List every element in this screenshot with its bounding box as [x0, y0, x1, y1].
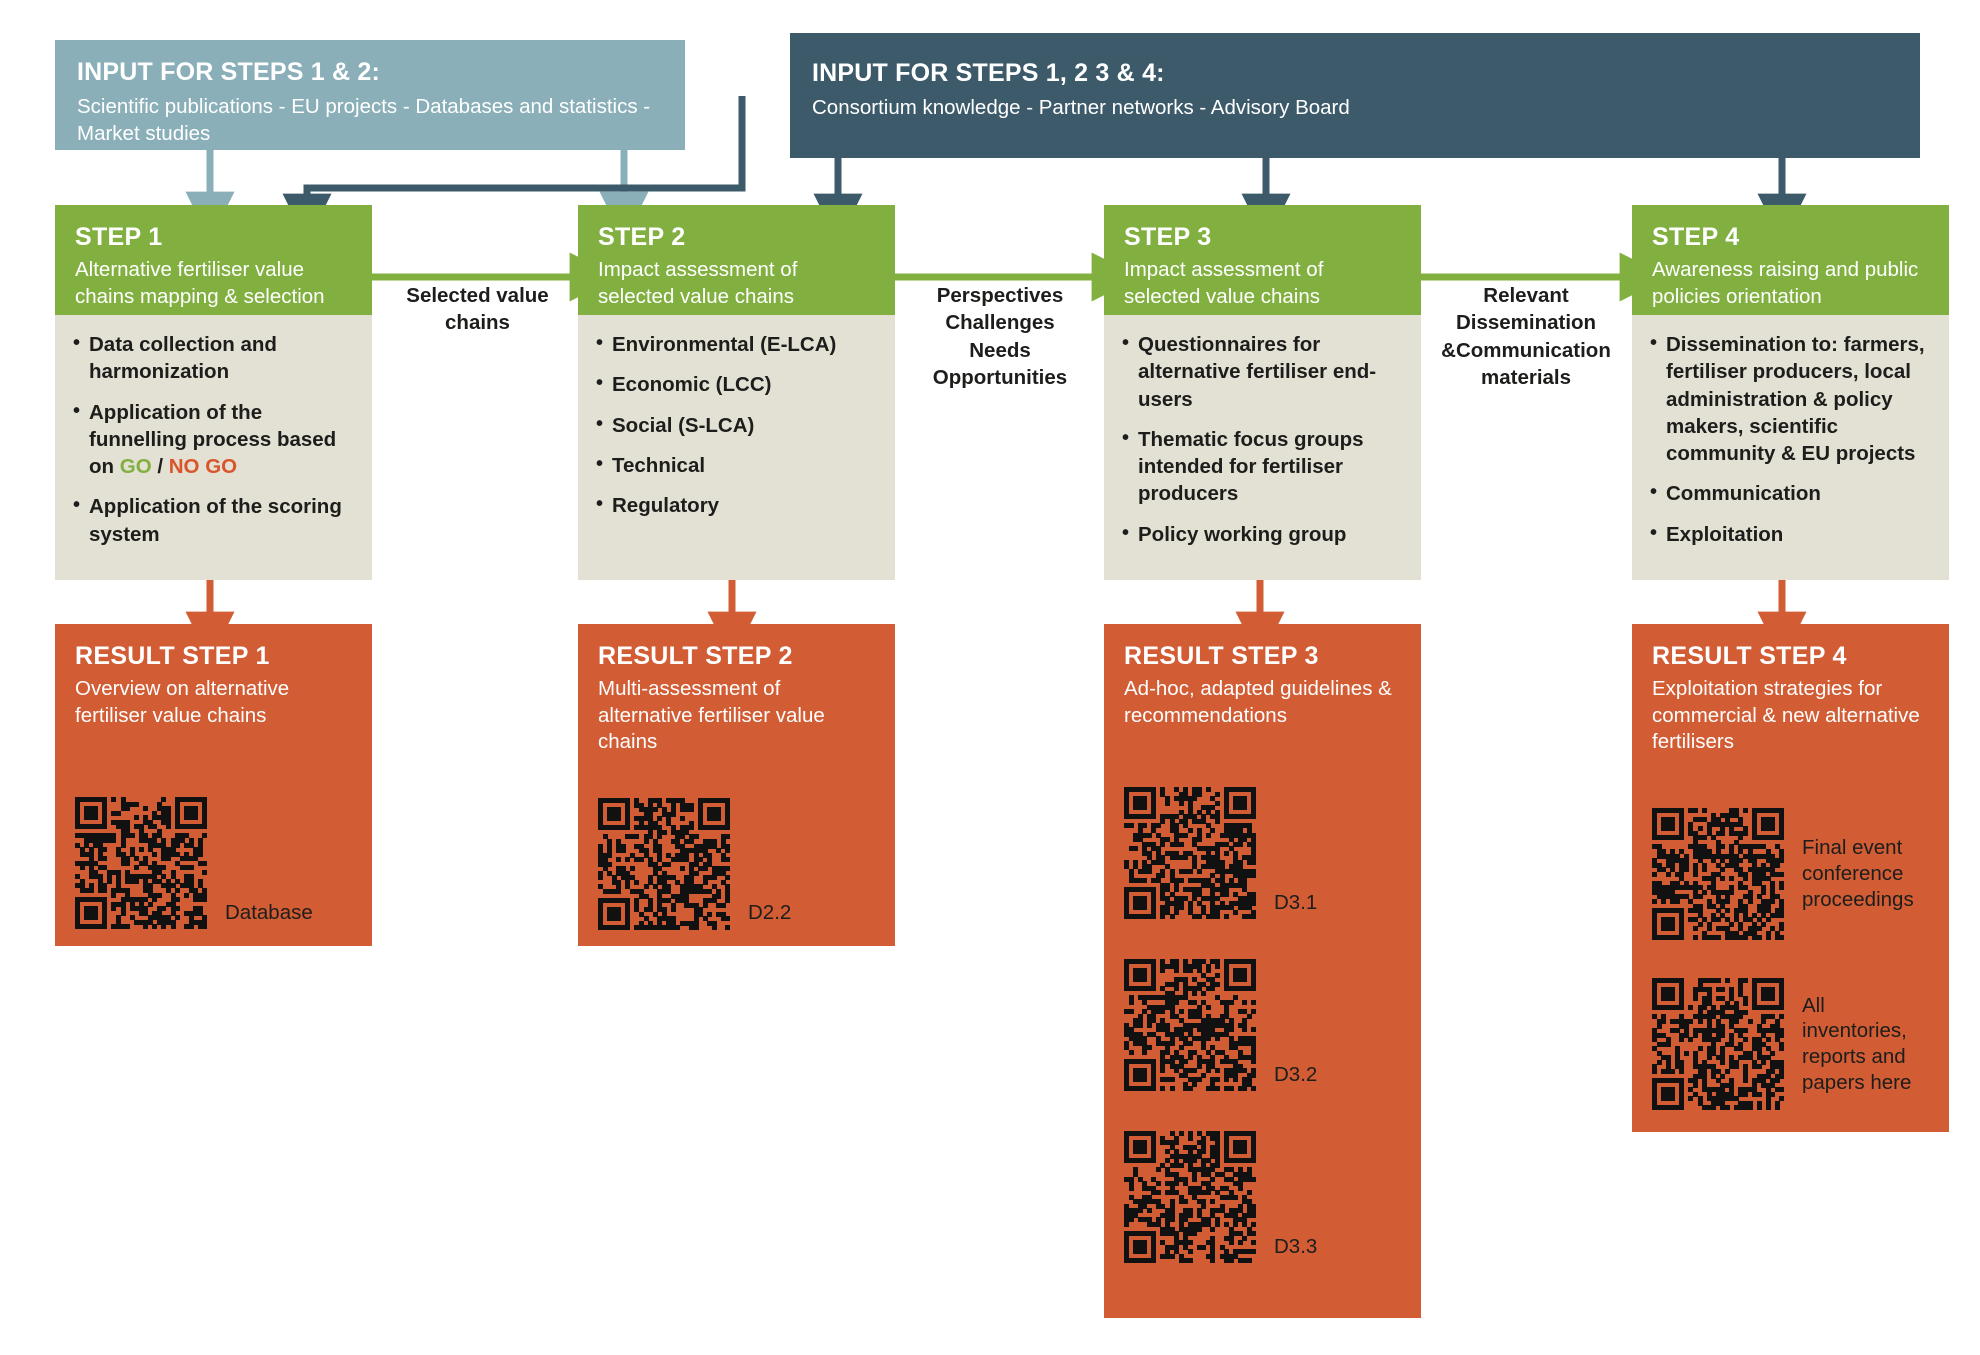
step-bullet: Data collection and harmonization — [73, 330, 354, 386]
result-card-3: RESULT STEP 3 Ad-hoc, adapted guidelines… — [1104, 624, 1421, 1318]
qr-label: Final event conference proceedings — [1802, 836, 1914, 911]
bullet-text: Application of the funnelling process ba… — [89, 400, 337, 479]
qr-label: D3.3 — [1274, 1234, 1318, 1258]
step-header: STEP 4 Awareness raising and public poli… — [1632, 205, 1949, 315]
qr-code[interactable] — [1124, 1131, 1256, 1264]
qr-label: All inventories, reports and papers here — [1802, 993, 1912, 1094]
step-title: STEP 4 — [1652, 223, 1740, 251]
result-card-4: RESULT STEP 4 Exploitation strategies fo… — [1632, 624, 1949, 1132]
qr-code[interactable] — [1652, 977, 1784, 1110]
step-bullet: Thematic focus groups intended for ferti… — [1122, 425, 1403, 508]
step-subtitle: Impact assessment of selected value chai… — [1124, 258, 1324, 308]
input-banner-steps-1-2: INPUT FOR STEPS 1 & 2: Scientific public… — [55, 40, 685, 150]
step-bullet: Economic (LCC) — [596, 370, 877, 398]
result-title: RESULT STEP 3 — [1124, 642, 1319, 670]
step-bullet-list: Data collection and harmonization Applic… — [73, 330, 354, 548]
input-banner-title: INPUT FOR STEPS 1, 2 3 & 4: — [812, 59, 1165, 87]
step-bullet-list: Environmental (E-LCA) Economic (LCC) Soc… — [596, 330, 877, 519]
bullet-text: Data collection and harmonization — [89, 333, 277, 384]
qr-code[interactable] — [1652, 807, 1784, 940]
result-title: RESULT STEP 1 — [75, 642, 270, 670]
result-subtitle: Ad-hoc, adapted guidelines & recommendat… — [1124, 677, 1392, 727]
step-bullet: Questionnaires for alternative fertilise… — [1122, 330, 1403, 413]
result-subtitle: Multi-assessment of alternative fertilis… — [598, 677, 825, 754]
qr-row: D3.3 — [1124, 1131, 1401, 1264]
connector-label-step1-step2: Selected value chains — [406, 284, 549, 335]
step-bullet: Regulatory — [596, 491, 877, 519]
step-bullet: Application of the funnelling process ba… — [73, 398, 354, 481]
step-bullet-list: Dissemination to: farmers, fertiliser pr… — [1650, 330, 1931, 548]
no-go-token: NO GO — [168, 455, 238, 478]
step-body: Dissemination to: farmers, fertiliser pr… — [1632, 315, 1949, 580]
qr-row: All inventories, reports and papers here — [1652, 977, 1929, 1110]
step-bullet: Technical — [596, 451, 877, 479]
qr-code[interactable] — [1124, 787, 1256, 920]
step-card-2: STEP 2 Impact assessment of selected val… — [578, 205, 895, 580]
step-bullet: Policy working group — [1122, 519, 1403, 548]
step-subtitle: Alternative fertiliser value chains mapp… — [75, 258, 325, 308]
input-banner-title: INPUT FOR STEPS 1 & 2: — [77, 58, 381, 86]
step-title: STEP 1 — [75, 223, 163, 251]
step-card-3: STEP 3 Impact assessment of selected val… — [1104, 205, 1421, 580]
qr-row: D3.1 — [1124, 787, 1401, 920]
result-subtitle: Overview on alternative fertiliser value… — [75, 677, 290, 727]
step-subtitle: Impact assessment of selected value chai… — [598, 258, 798, 308]
step-card-1: STEP 1 Alternative fertiliser value chai… — [55, 205, 372, 580]
qr-row: D2.2 — [598, 797, 875, 930]
step-bullet: Exploitation — [1650, 519, 1931, 548]
connector-label-step2-step3: Perspectives Challenges Needs Opportunit… — [932, 284, 1068, 389]
step-bullet: Social (S-LCA) — [596, 410, 877, 439]
step-card-4: STEP 4 Awareness raising and public poli… — [1632, 205, 1949, 580]
step-bullet: Environmental (E-LCA) — [596, 330, 877, 358]
qr-row: D3.2 — [1124, 959, 1401, 1092]
result-card-1: RESULT STEP 1 Overview on alternative fe… — [55, 624, 372, 946]
step-bullet-list: Questionnaires for alternative fertilise… — [1122, 330, 1403, 548]
input-banner-steps-1-2-3-4: INPUT FOR STEPS 1, 2 3 & 4: Consortium k… — [790, 33, 1920, 158]
connector-label-step3-step4: Relevant Dissemination &Communication ma… — [1441, 284, 1611, 389]
step-header: STEP 1 Alternative fertiliser value chai… — [55, 205, 372, 315]
input-banner-subtitle: Consortium knowledge - Partner networks … — [812, 95, 1350, 119]
result-title: RESULT STEP 4 — [1652, 642, 1847, 670]
step-bullet: Application of the scoring system — [73, 492, 354, 548]
qr-code[interactable] — [598, 797, 730, 930]
qr-code[interactable] — [1124, 959, 1256, 1092]
qr-label: D3.2 — [1274, 1062, 1318, 1086]
qr-row: Database — [75, 797, 352, 930]
step-body: Environmental (E-LCA) Economic (LCC) Soc… — [578, 315, 895, 580]
input-banner-subtitle: Scientific publications - EU projects - … — [77, 94, 651, 145]
step-title: STEP 3 — [1124, 223, 1212, 251]
qr-label: Database — [225, 900, 313, 924]
step-body: Questionnaires for alternative fertilise… — [1104, 315, 1421, 580]
step-bullet: Communication — [1650, 479, 1931, 507]
go-token: GO — [119, 455, 152, 478]
step-body: Data collection and harmonization Applic… — [55, 315, 372, 580]
qr-label: D2.2 — [748, 901, 792, 925]
step-bullet: Dissemination to: farmers, fertiliser pr… — [1650, 330, 1931, 467]
result-card-2: RESULT STEP 2 Multi-assessment of altern… — [578, 624, 895, 946]
result-title: RESULT STEP 2 — [598, 642, 793, 670]
step-header: STEP 2 Impact assessment of selected val… — [578, 205, 895, 315]
go-separator: / — [151, 455, 169, 478]
qr-row: Final event conference proceedings — [1652, 807, 1929, 940]
step-header: STEP 3 Impact assessment of selected val… — [1104, 205, 1421, 315]
result-subtitle: Exploitation strategies for commercial &… — [1652, 677, 1920, 754]
step-title: STEP 2 — [598, 223, 686, 251]
qr-label: D3.1 — [1274, 890, 1318, 914]
qr-code[interactable] — [75, 797, 207, 930]
step-subtitle: Awareness raising and public policies or… — [1652, 258, 1919, 308]
bullet-text: Application of the scoring system — [89, 495, 342, 546]
